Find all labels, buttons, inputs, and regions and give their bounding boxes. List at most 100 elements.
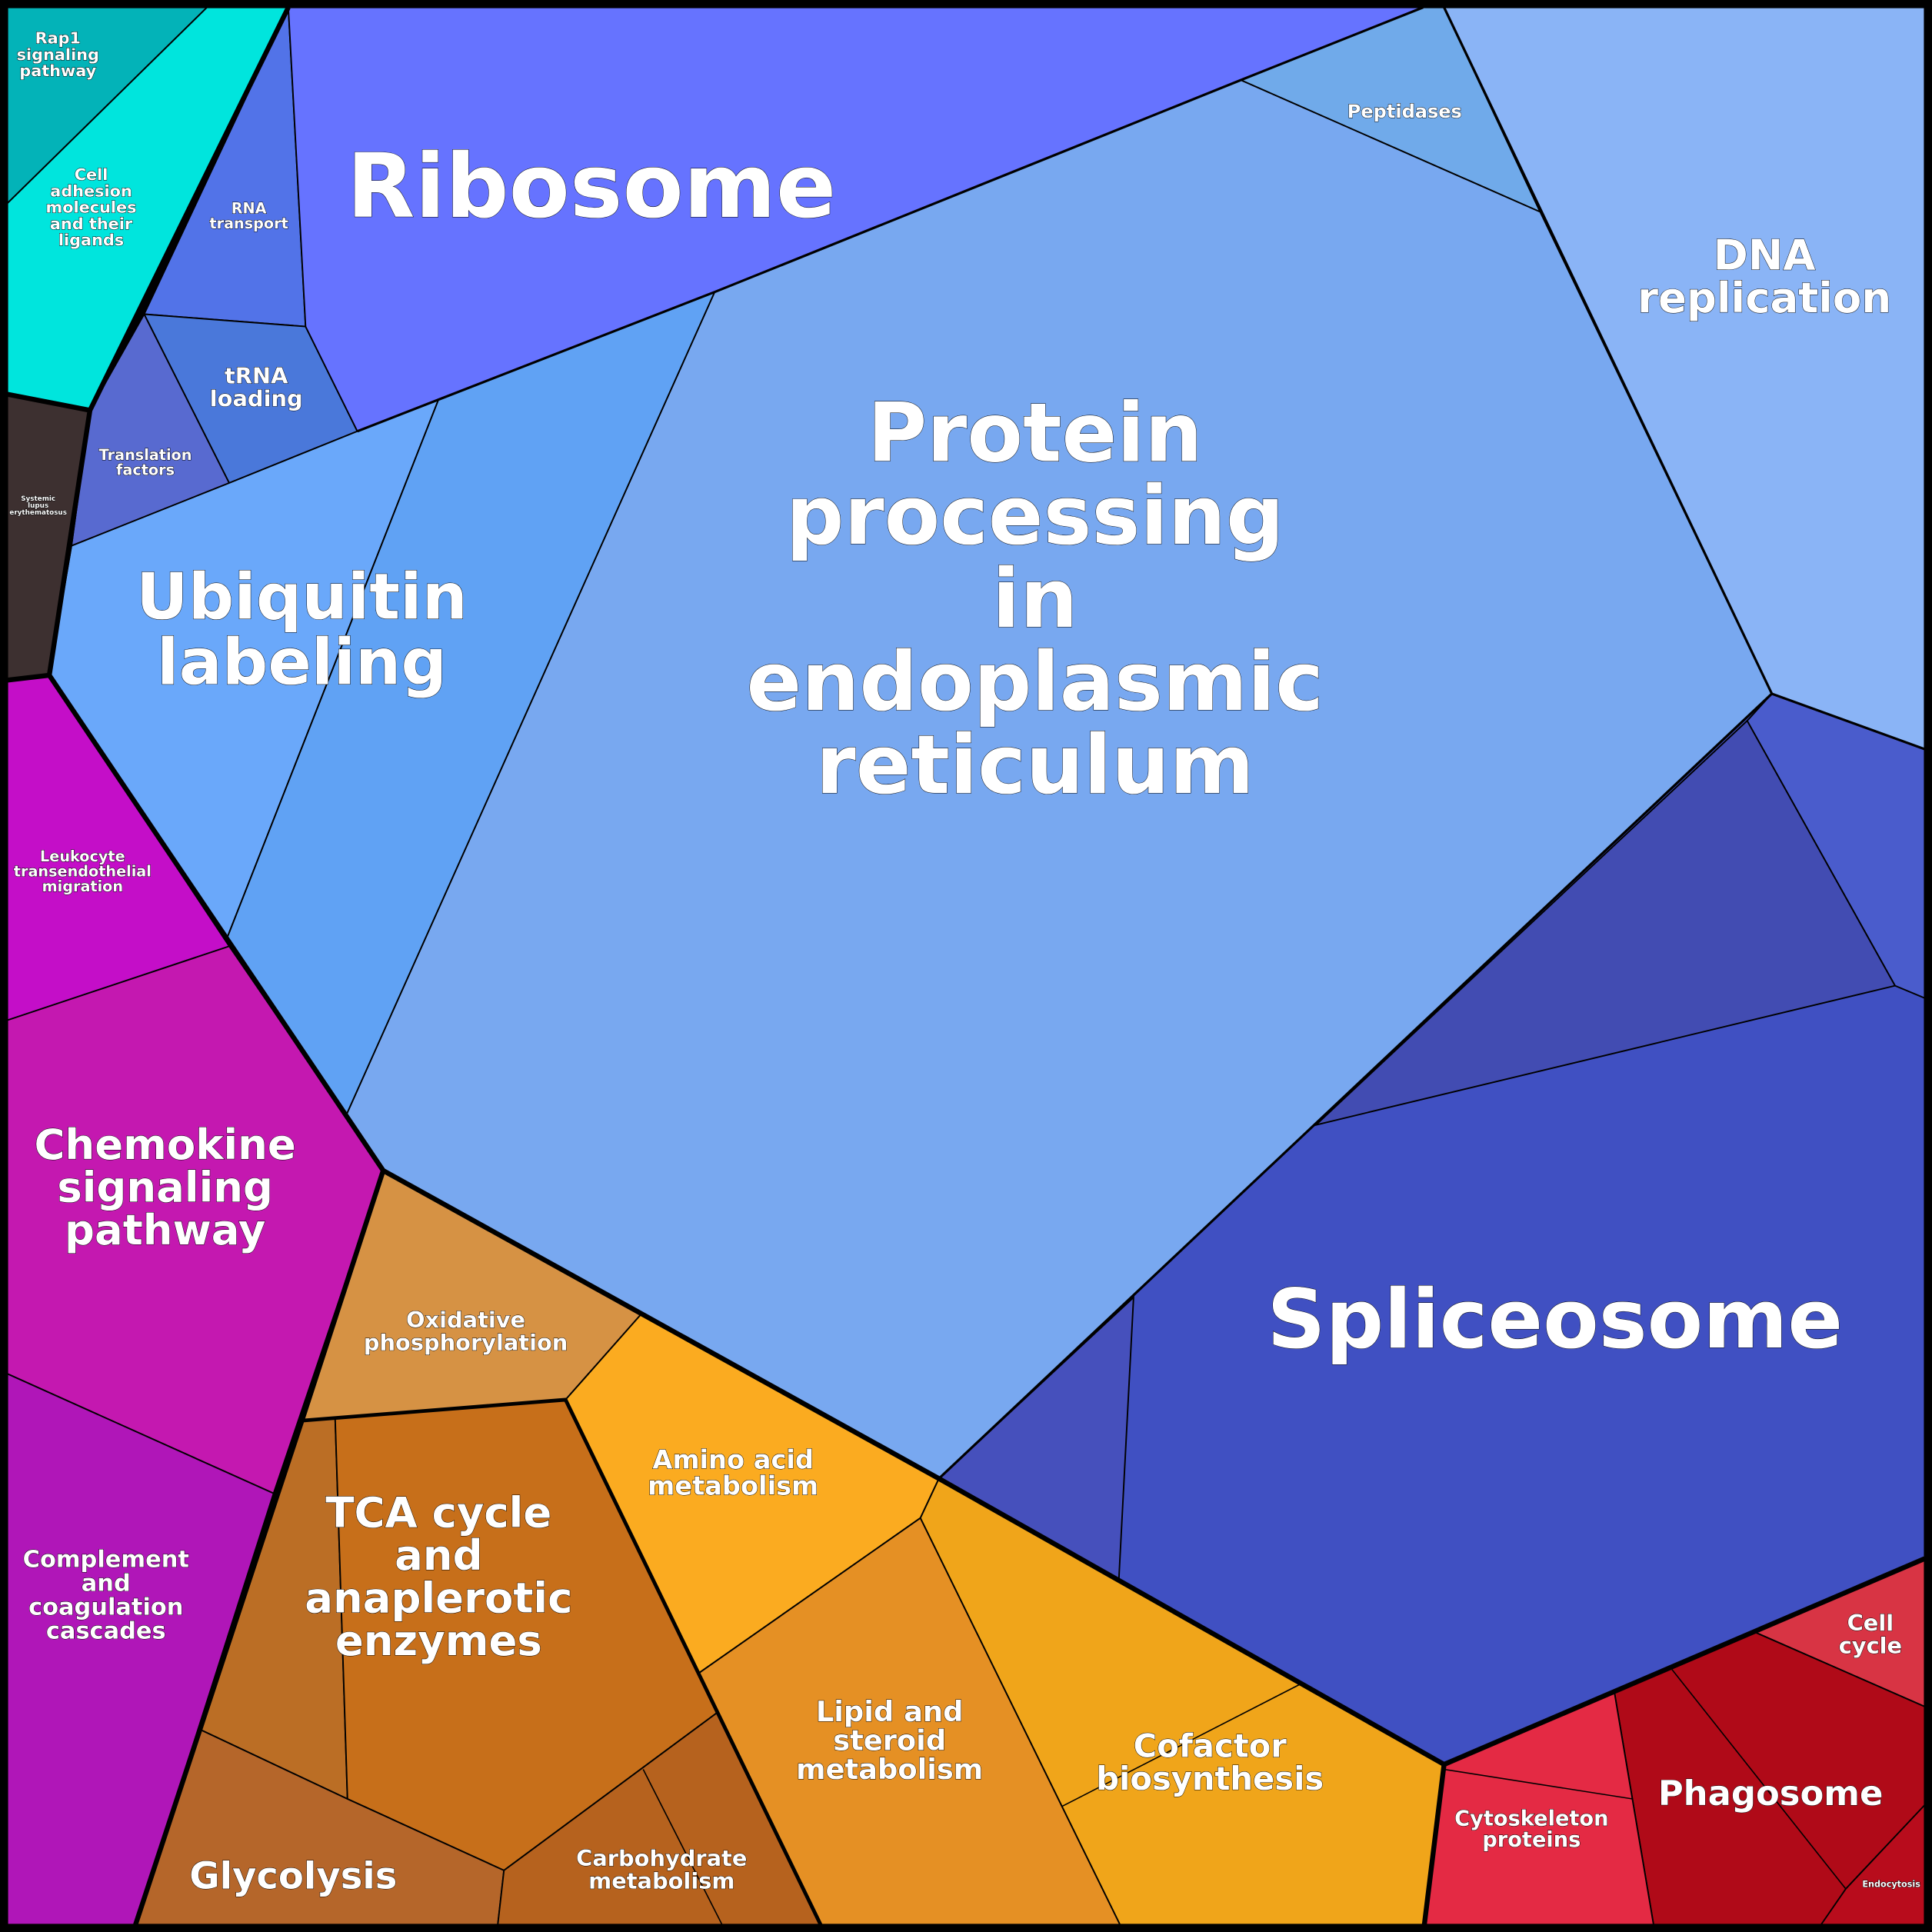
label-line: Spliceosome (1267, 1272, 1843, 1367)
label-line: proteins (1482, 1828, 1581, 1852)
label-line: processing (786, 468, 1284, 563)
label-line: DNA (1714, 231, 1816, 280)
label-line: Peptidases (1347, 101, 1462, 122)
label-line: labeling (157, 625, 447, 700)
label-line: Chemokine (34, 1120, 295, 1169)
label-line: Protein (868, 385, 1203, 480)
label-line: and their (50, 215, 133, 233)
label-line: lupus (28, 502, 48, 510)
label-line: Cell (75, 165, 108, 184)
label-line: Ribosome (347, 135, 836, 238)
label-phagosome: Phagosome (1658, 1773, 1884, 1814)
label-line: and (82, 1570, 131, 1597)
label-line: metabolism (796, 1753, 983, 1786)
boundary-line (301, 1397, 823, 1926)
label-line: Oxidative (406, 1307, 525, 1333)
boundary-line (1771, 692, 1925, 751)
boundary-line (7, 391, 93, 683)
boundary-line (642, 1769, 723, 1925)
label-line: enzymes (335, 1616, 542, 1665)
label-line: Rap1 (35, 29, 81, 48)
label-line: tRNA (225, 363, 288, 389)
label-line: pathway (65, 1205, 265, 1254)
label-line: metabolism (588, 1867, 734, 1894)
boundary-line (357, 6, 1424, 433)
label-ribosome: Ribosome (347, 135, 836, 238)
label-glycolysis: Glycolysis (189, 1855, 397, 1898)
boundary-line (88, 6, 291, 411)
label-line: molecules (46, 198, 137, 217)
label-line: in (992, 551, 1078, 646)
label-line: Complement (23, 1546, 189, 1573)
label-line: endoplasmic (746, 635, 1324, 729)
boundary-line (1443, 1556, 1926, 1767)
label-line: Ubiquitin (136, 560, 468, 635)
label-line: cascades (46, 1618, 166, 1645)
label-peptidases: Peptidases (1347, 101, 1462, 122)
label-line: RNA (232, 199, 267, 217)
label-line: ligands (58, 231, 124, 249)
label-line: migration (42, 878, 123, 895)
label-line: metabolism (648, 1471, 818, 1501)
label-line: transport (209, 215, 288, 232)
label-line: steroid (833, 1724, 946, 1757)
label-line: Translation (99, 446, 192, 464)
label-line: Systemic (21, 495, 55, 503)
label-line: Leukocyte (40, 848, 125, 865)
label-line: and (395, 1531, 483, 1580)
label-line: Carbohydrate (576, 1845, 747, 1871)
label-line: Endocytosis (1862, 1880, 1920, 1890)
label-line: Cytoskeleton (1454, 1807, 1608, 1830)
label-line: loading (210, 385, 303, 411)
label-line: Phagosome (1658, 1773, 1884, 1814)
label-line: coagulation (28, 1594, 183, 1621)
label-endocytosis: Endocytosis (1862, 1880, 1920, 1890)
boundary-line (226, 398, 440, 940)
label-line: biosynthesis (1096, 1760, 1324, 1797)
label-line: Glycolysis (189, 1855, 397, 1898)
label-line: Amino acid (652, 1444, 814, 1474)
label-line: cycle (1839, 1632, 1902, 1658)
label-line: pathway (19, 62, 96, 80)
label-line: replication (1637, 273, 1891, 322)
label-line: Lipid and (816, 1695, 964, 1728)
label-line: adhesion (50, 182, 132, 200)
label-line: transendothelial (14, 863, 152, 881)
boundary-line (1061, 1684, 1301, 1807)
label-spliceosome: Spliceosome (1267, 1272, 1843, 1367)
label-line: phosphorylation (364, 1329, 568, 1355)
boundary-line (1671, 1669, 1847, 1890)
label-line: signaling (57, 1162, 273, 1211)
label-line: TCA cycle (325, 1487, 551, 1537)
label-line: erythematosus (9, 509, 67, 517)
label-line: Cofactor (1134, 1727, 1287, 1765)
label-line: anaplerotic (305, 1573, 572, 1622)
label-line: factors (116, 461, 175, 478)
label-line: Cell (1847, 1610, 1894, 1636)
label-line: signaling (17, 45, 99, 64)
cell-splice-mid (1313, 719, 1897, 1127)
label-line: reticulum (816, 718, 1254, 812)
